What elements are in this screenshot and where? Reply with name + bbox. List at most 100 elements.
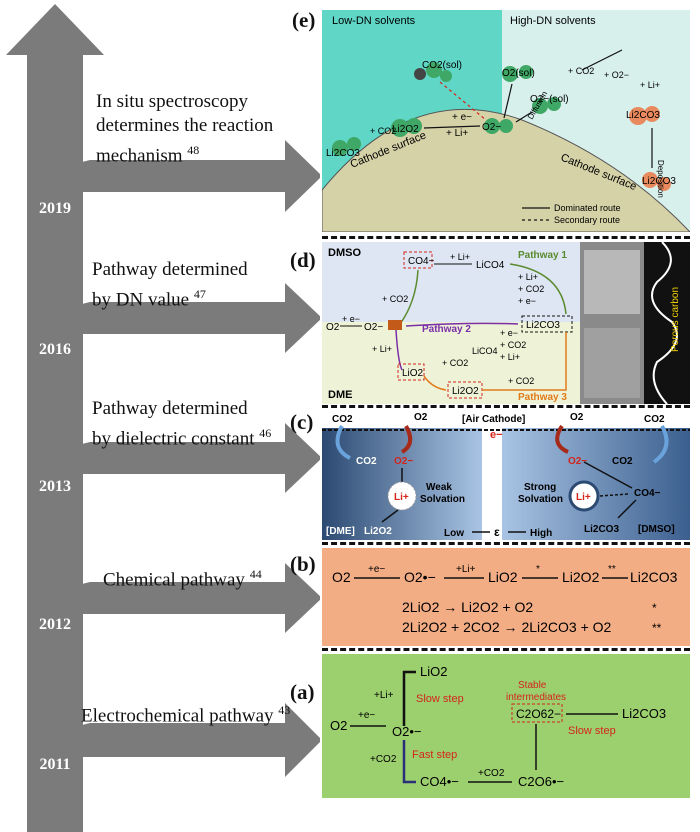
- a-o2: O2: [330, 718, 347, 733]
- branch-arrow-2016: [70, 283, 320, 353]
- c-epsilon: ε: [494, 525, 500, 539]
- d-plus-li-down: + Li+: [372, 344, 392, 354]
- e-plus-li-right: + Li+: [640, 80, 660, 90]
- e-o2-sol: O2(sol): [502, 65, 535, 82]
- c-li2o2: Li2O2: [364, 526, 392, 537]
- svg-text:Li2O2: Li2O2: [392, 124, 419, 135]
- svg-text:CO2(sol): CO2(sol): [422, 60, 462, 71]
- c-li2co3: Li2CO3: [584, 524, 619, 535]
- d-plus-co2-mid: + CO2: [442, 358, 468, 368]
- panel-letter-a: (a): [290, 680, 315, 704]
- d-lio2: LiO2: [402, 368, 424, 379]
- timeline-label-2016: Pathway determined by DN value 47: [92, 259, 248, 311]
- timeline-label-2013: Pathway determined by dielectric constan…: [92, 398, 272, 450]
- timeline-main-arrow: [6, 4, 104, 832]
- c-air-cathode: [Air Cathode]: [462, 414, 525, 425]
- a-fast-step: Fast step: [412, 749, 457, 761]
- b-eq1: 2LiO2 → Li2O2 + O2: [402, 599, 533, 615]
- c-co2-r-inner: CO2: [612, 456, 633, 467]
- a-plus-co2: +CO2: [370, 754, 397, 765]
- svg-text:O2−(sol): O2−(sol): [530, 94, 569, 105]
- timeline-label-2011: Electrochemical pathway 43: [81, 703, 291, 727]
- b-o2: O2: [332, 569, 351, 585]
- panel-a: LiO2 +Li+ Slow step O2 +e− O2•− +CO2 Fas…: [322, 654, 690, 798]
- c-co2-inner: CO2: [356, 456, 377, 467]
- d-start: O2: [326, 322, 340, 333]
- a-slow-step2: Slow step: [568, 725, 616, 737]
- c-o2m-left: O2−: [394, 456, 413, 467]
- e-arrow-o2-down: [503, 83, 513, 119]
- d-li2co3: Li2CO3: [526, 320, 560, 331]
- branch-arrow-2011: [70, 703, 320, 777]
- b-star2: **: [608, 564, 616, 575]
- a-plus-li: +Li+: [374, 690, 394, 701]
- b-eq1-mark: *: [652, 601, 657, 615]
- year-2019: 2019: [39, 200, 71, 217]
- d-li2o2: Li2O2: [452, 386, 479, 397]
- e-co2-sol: CO2(sol): [414, 60, 462, 82]
- svg-text:Li2CO3: Li2CO3: [326, 148, 360, 159]
- a-stable2: intermediates: [506, 692, 566, 703]
- year-2016: 2016: [39, 341, 71, 358]
- panel-c: [Air Cathode] O2 O2 CO2 CO2 e− CO2 O2− L…: [322, 412, 690, 540]
- d-co4m-box: [403, 251, 433, 269]
- d-top-solvent: DMSO: [328, 247, 361, 259]
- branch-arrow-2012: [70, 563, 320, 633]
- a-plus-e: +e−: [358, 710, 375, 721]
- e-plus-co2: + CO2: [370, 126, 396, 136]
- b-li2o2: Li2O2: [562, 569, 600, 585]
- branch-arrow-2019: [70, 140, 320, 212]
- d-p2-r2: + CO2: [500, 340, 526, 350]
- year-2013: 2013: [39, 478, 71, 495]
- svg-text:O2(sol): O2(sol): [502, 68, 535, 79]
- panel-b: O2 +e− O2•− +Li+ LiO2 * Li2O2 ** Li2CO3 …: [322, 548, 690, 646]
- svg-text:Li2CO3: Li2CO3: [642, 176, 676, 187]
- e-arrow-diffusion: [515, 111, 533, 123]
- e-li2co3-left: Li2CO3: [326, 137, 361, 159]
- d-p2-r4: + Li+: [500, 352, 520, 362]
- branch-arrow-2013: [70, 423, 320, 493]
- d-plus-co2-bottom: + CO2: [508, 376, 534, 386]
- timeline-label-2019: In situ spectroscopy determines the reac…: [96, 91, 274, 167]
- panel-letter-e: (e): [292, 8, 316, 32]
- e-plus-o2m: + O2−: [604, 70, 629, 80]
- d-p1-r1: + Li+: [518, 272, 538, 282]
- b-o2m: O2•−: [404, 569, 436, 585]
- c-o2-left: O2: [414, 412, 428, 423]
- a-stable1: Stable: [518, 680, 547, 691]
- e-arrow-li2o2: [423, 125, 481, 129]
- a-lio2: LiO2: [420, 664, 447, 679]
- d-p2-r1: + e−: [500, 328, 518, 338]
- b-lio2: LiO2: [488, 569, 518, 585]
- a-o2m: O2•−: [392, 724, 422, 739]
- e-li2co3-mid: Li2CO3: [626, 106, 660, 125]
- d-o2m: O2−: [364, 322, 383, 333]
- e-o2m-sol: O2−(sol): [530, 94, 569, 114]
- e-deposition: Deposition: [656, 160, 665, 198]
- b-eq2-mark: **: [652, 621, 662, 635]
- d-pathway2: Pathway 2: [422, 324, 471, 335]
- c-weak2: Solvation: [420, 494, 465, 505]
- a-co4: CO4•−: [420, 774, 459, 789]
- d-pathway3: Pathway 3: [518, 392, 567, 403]
- divider-b-a: [322, 648, 690, 651]
- e-plus-li: + Li+: [446, 128, 468, 139]
- c-dme: [DME]: [326, 526, 355, 537]
- e-li2co3-right: Li2CO3: [642, 172, 676, 191]
- d-p2-r3: LiCO4: [472, 346, 498, 356]
- a-plus-co2-2: +CO2: [478, 768, 505, 779]
- svg-text:O2−: O2−: [482, 122, 501, 133]
- e-arrow-co2-secondary: [439, 81, 487, 121]
- c-high: High: [530, 528, 552, 539]
- d-plus-co2-top: + CO2: [382, 294, 408, 304]
- c-o2m-right: O2−: [568, 456, 587, 467]
- e-o2m-surface: O2−: [482, 118, 513, 134]
- d-lico4: LiCO4: [476, 260, 505, 271]
- panel-e: Low-DN solvents High-DN solvents Cathode…: [322, 10, 690, 232]
- a-c2o62: C2O62−: [516, 707, 561, 721]
- timeline-label-2012: Chemical pathway 44: [103, 567, 262, 591]
- panel-d: Porous carbon DMSO DME Pathway 1 Pathway…: [322, 242, 690, 404]
- svg-text:Li2CO3: Li2CO3: [626, 110, 660, 121]
- e-plus-co2-right: + CO2: [568, 66, 594, 76]
- a-slow-step1: Slow step: [416, 693, 464, 705]
